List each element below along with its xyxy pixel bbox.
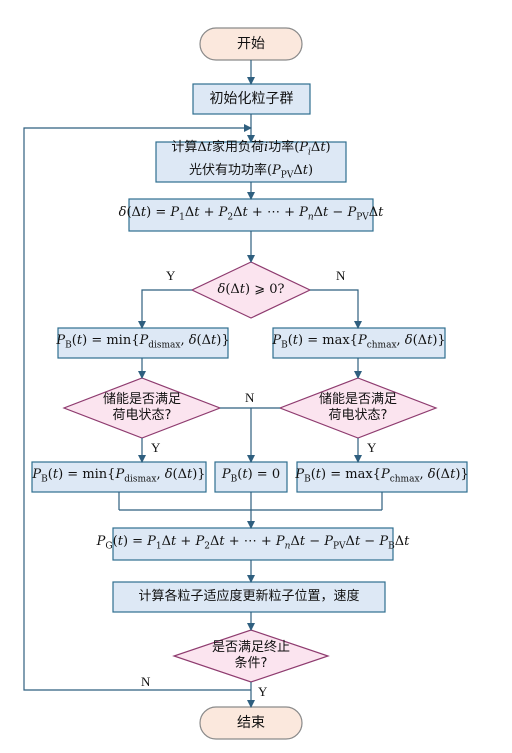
update-label: 计算各粒子适应度更新粒子位置，速度 <box>138 589 360 604</box>
delta-box <box>128 198 374 232</box>
left-formula-box <box>57 327 229 359</box>
end-label: 结束 <box>237 715 265 731</box>
decision1-label: δ(Δt) ⩾ 0? <box>217 282 285 297</box>
arrow-decision-no <box>310 289 362 329</box>
left-formula: PB(t) = min{Pdismax, δ(Δt)} <box>56 332 230 351</box>
calc-label: 计算Δt家用负荷i功率(PiΔt) 光伏有功功率(PPVΔt) <box>171 140 331 181</box>
start-label: 开始 <box>237 36 265 52</box>
storage-left-label: 储能是否满足 荷电状态? <box>102 392 181 423</box>
bottom-left-formula-box <box>31 461 207 493</box>
no-label-stop: N <box>141 674 151 689</box>
bottom-left-formula: PB(t) = min{Pdismax, δ(Δt)} <box>32 466 206 485</box>
yes-label-stop: Y <box>258 684 268 699</box>
bottom-right-formula-box <box>296 461 468 493</box>
stop-label: 是否满足终止 条件? <box>211 640 290 671</box>
grid-formula: PG(t) = P1Δt + P2Δt + ⋯ + PnΔt − PPVΔt −… <box>96 533 410 552</box>
decision-delta <box>190 261 312 319</box>
bottom-right-formula: PB(t) = max{Pchmax, δ(Δt)} <box>295 466 469 485</box>
yes-label-storage-left: Y <box>151 440 161 455</box>
arrow-decision-yes <box>138 289 192 329</box>
no-label-storage: N <box>245 390 255 405</box>
update-box <box>112 581 386 613</box>
storage-right-label: 储能是否满足 荷电状态? <box>318 392 397 423</box>
no-label-1: N <box>336 268 346 283</box>
right-formula-box <box>272 327 446 359</box>
init-box <box>192 83 311 115</box>
yes-label-storage-right: Y <box>367 440 377 455</box>
middle-formula: PB(t) = 0 <box>221 466 281 485</box>
right-formula: PB(t) = max{Pchmax, δ(Δt)} <box>272 332 446 351</box>
yes-label-1: Y <box>166 268 176 283</box>
delta-formula: δ(Δt) = P1Δt + P2Δt + ⋯ + PnΔt − PPVΔt <box>118 204 384 223</box>
init-label: 初始化粒子群 <box>209 91 294 107</box>
arrow-stop-no-loop <box>23 124 252 691</box>
